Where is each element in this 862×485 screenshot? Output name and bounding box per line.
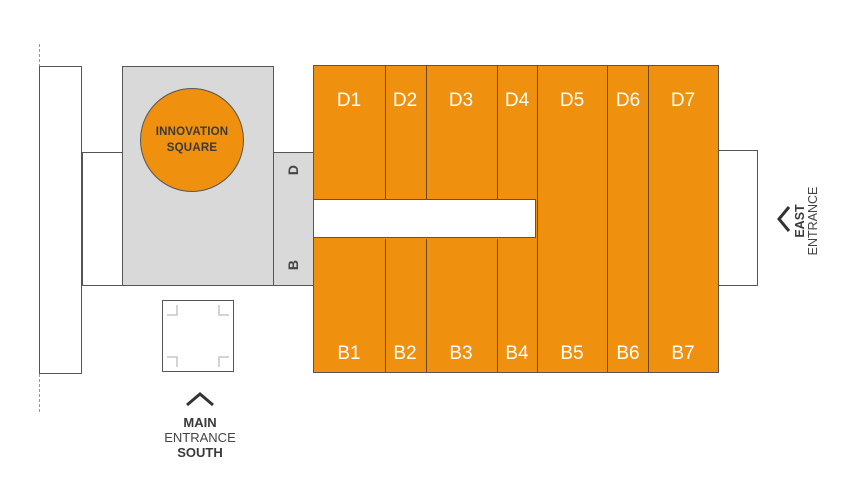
innovation-square-label-line1: INNOVATION (155, 126, 229, 138)
booth-b7[interactable]: B7 (671, 343, 695, 364)
booth-d7[interactable]: D7 (670, 90, 696, 111)
hall-corridor (313, 199, 536, 238)
east-building (718, 150, 758, 286)
main-entrance-line3: SOUTH (177, 445, 223, 460)
east-entrance-label: EAST ENTRANCE (793, 166, 820, 276)
booth-b6[interactable]: B6 (616, 343, 640, 364)
booth-divider (426, 239, 427, 372)
booth-d1[interactable]: D1 (336, 90, 362, 111)
booth-d3[interactable]: D3 (448, 90, 474, 111)
side-label-b: B (285, 259, 301, 271)
booth-divider (385, 66, 386, 200)
booth-d5[interactable]: D5 (559, 90, 585, 111)
booth-divider (426, 66, 427, 200)
booth-divider (385, 239, 386, 372)
booth-d2[interactable]: D2 (392, 90, 418, 111)
booth-b5[interactable]: B5 (560, 343, 584, 364)
main-entrance-line2: ENTRANCE (164, 430, 236, 445)
south-entrance-building (162, 300, 234, 372)
booth-b4[interactable]: B4 (505, 343, 529, 364)
booth-divider (497, 239, 498, 372)
east-entrance-line2: ENTRANCE (806, 186, 820, 256)
booth-d6[interactable]: D6 (615, 90, 641, 111)
side-connector (273, 152, 314, 286)
innovation-square-circle[interactable]: INNOVATION SQUARE (140, 88, 244, 192)
west-connector (82, 152, 123, 286)
booth-b1[interactable]: B1 (337, 343, 361, 364)
south-entrance-corner-marks (167, 305, 229, 367)
booth-d4[interactable]: D4 (504, 90, 530, 111)
booth-divider (648, 66, 649, 372)
booth-divider (497, 66, 498, 200)
booth-b3[interactable]: B3 (449, 343, 473, 364)
west-building (39, 66, 82, 374)
chevron-left-icon[interactable] (777, 205, 791, 233)
side-label-d: D (285, 164, 301, 176)
booth-divider (537, 66, 538, 372)
innovation-square-label-line2: SQUARE (166, 142, 218, 154)
main-entrance-line1: MAIN (183, 415, 217, 430)
main-entrance-label: MAIN ENTRANCE SOUTH (148, 415, 252, 460)
booth-divider (607, 66, 608, 372)
chevron-up-icon[interactable] (185, 391, 215, 407)
booth-b2[interactable]: B2 (393, 343, 417, 364)
